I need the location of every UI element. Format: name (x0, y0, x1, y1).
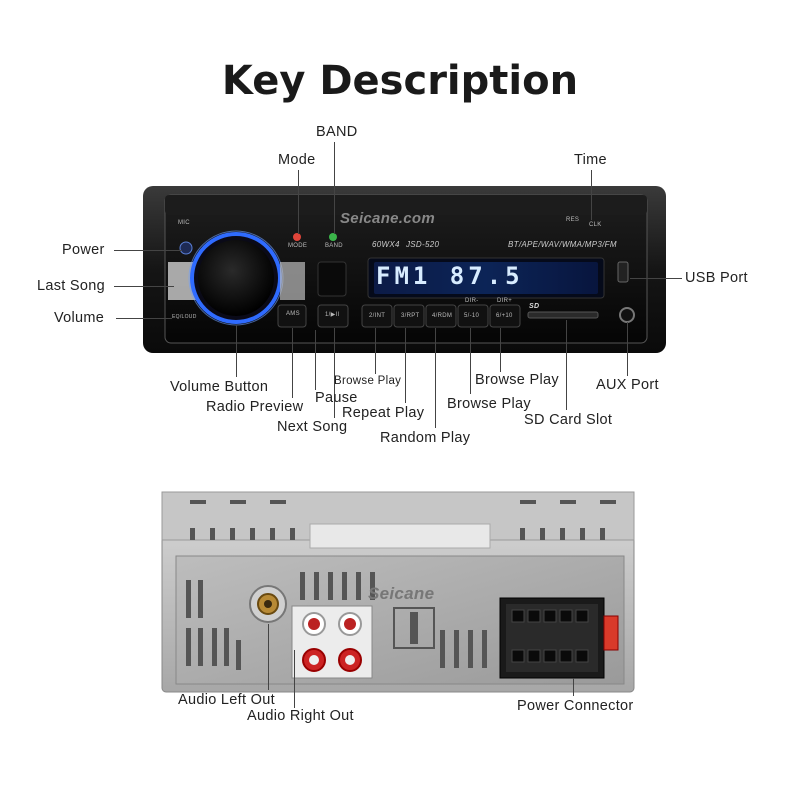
browse-play-2-leader (470, 328, 471, 394)
volume-button-callout: Volume Button (170, 379, 269, 395)
random-play-callout: Random Play (380, 430, 471, 446)
aux-port-callout: AUX Port (596, 377, 659, 393)
band-leader (334, 142, 335, 234)
time-callout: Time (574, 152, 607, 168)
radio-preview-leader (292, 328, 293, 398)
power-connector-leader (573, 678, 574, 696)
volume-leader (116, 318, 172, 319)
mode-callout: Mode (278, 152, 316, 168)
repeat-play-callout: Repeat Play (342, 405, 425, 421)
page-title: Key Description (221, 58, 579, 104)
dir-minus-label: DIR- (465, 298, 479, 304)
pause-leader (315, 330, 316, 390)
repeat-play-leader (405, 328, 406, 403)
mic-label: MIC (178, 220, 190, 226)
mode-leader (298, 170, 299, 234)
rdm-button[interactable]: 4/RDM (432, 313, 453, 319)
rpt-button[interactable]: 3/RPT (401, 313, 420, 319)
band-callout: BAND (316, 124, 358, 140)
play-pause-button[interactable]: 1/▶II (325, 312, 340, 318)
radio-display: FM1 87.5 (376, 262, 524, 290)
res-label: RES (566, 217, 580, 223)
supported-formats: BT/APE/WAV/WMA/MP3/FM (508, 240, 617, 249)
ams-button[interactable]: AMS (286, 311, 300, 317)
browse-play-small-callout: Browse Play (334, 375, 402, 387)
browse-play-1-leader (500, 328, 501, 372)
browse-play-small-leader (375, 328, 376, 374)
last-song-callout: Last Song (37, 278, 105, 294)
front-panel (143, 186, 666, 353)
sd-slot-leader (566, 320, 567, 410)
power-callout: Power (62, 242, 105, 258)
browse-play-1-callout: Browse Play (475, 372, 559, 388)
last-song-leader (114, 286, 174, 287)
pause-callout: Pause (315, 390, 358, 406)
power-connector-callout: Power Connector (517, 698, 634, 714)
radio-preview-callout: Radio Preview (206, 399, 304, 415)
brand-logo-front: Seicane.com (340, 210, 436, 227)
mode-print[interactable]: MODE (288, 243, 308, 249)
band-print[interactable]: BAND (325, 243, 343, 249)
minus-ten-button[interactable]: 5/-10 (464, 313, 480, 319)
dir-plus-label: DIR+ (497, 298, 513, 304)
volume-button-leader (236, 325, 237, 377)
next-song-callout: Next Song (277, 419, 348, 435)
browse-play-2-callout: Browse Play (447, 396, 531, 412)
random-play-leader (435, 328, 436, 428)
clk-label: CLK (589, 222, 602, 228)
power-rating: 60WX4 (372, 240, 400, 249)
model-number: JSD-520 (406, 240, 440, 249)
rear-panel (161, 491, 635, 693)
plus-ten-button[interactable]: 6/+10 (496, 313, 513, 319)
time-leader (591, 170, 592, 220)
volume-callout: Volume (54, 310, 105, 326)
aux-leader (627, 322, 628, 376)
power-leader (114, 250, 182, 251)
next-song-leader (334, 328, 335, 418)
brand-logo-rear: Seicane (368, 584, 435, 603)
int-button[interactable]: 2/INT (369, 313, 386, 319)
audio-left-out-callout: Audio Left Out (178, 692, 275, 708)
usb-leader (630, 278, 682, 279)
audio-right-out-callout: Audio Right Out (247, 708, 354, 724)
sd-logo: SD (529, 303, 540, 310)
audio-left-leader (268, 624, 269, 690)
audio-right-leader (294, 650, 295, 708)
usb-port-callout: USB Port (685, 270, 748, 286)
sd-card-slot-callout: SD Card Slot (524, 412, 613, 428)
eq-loud-label[interactable]: EQ/LOUD (172, 314, 197, 320)
